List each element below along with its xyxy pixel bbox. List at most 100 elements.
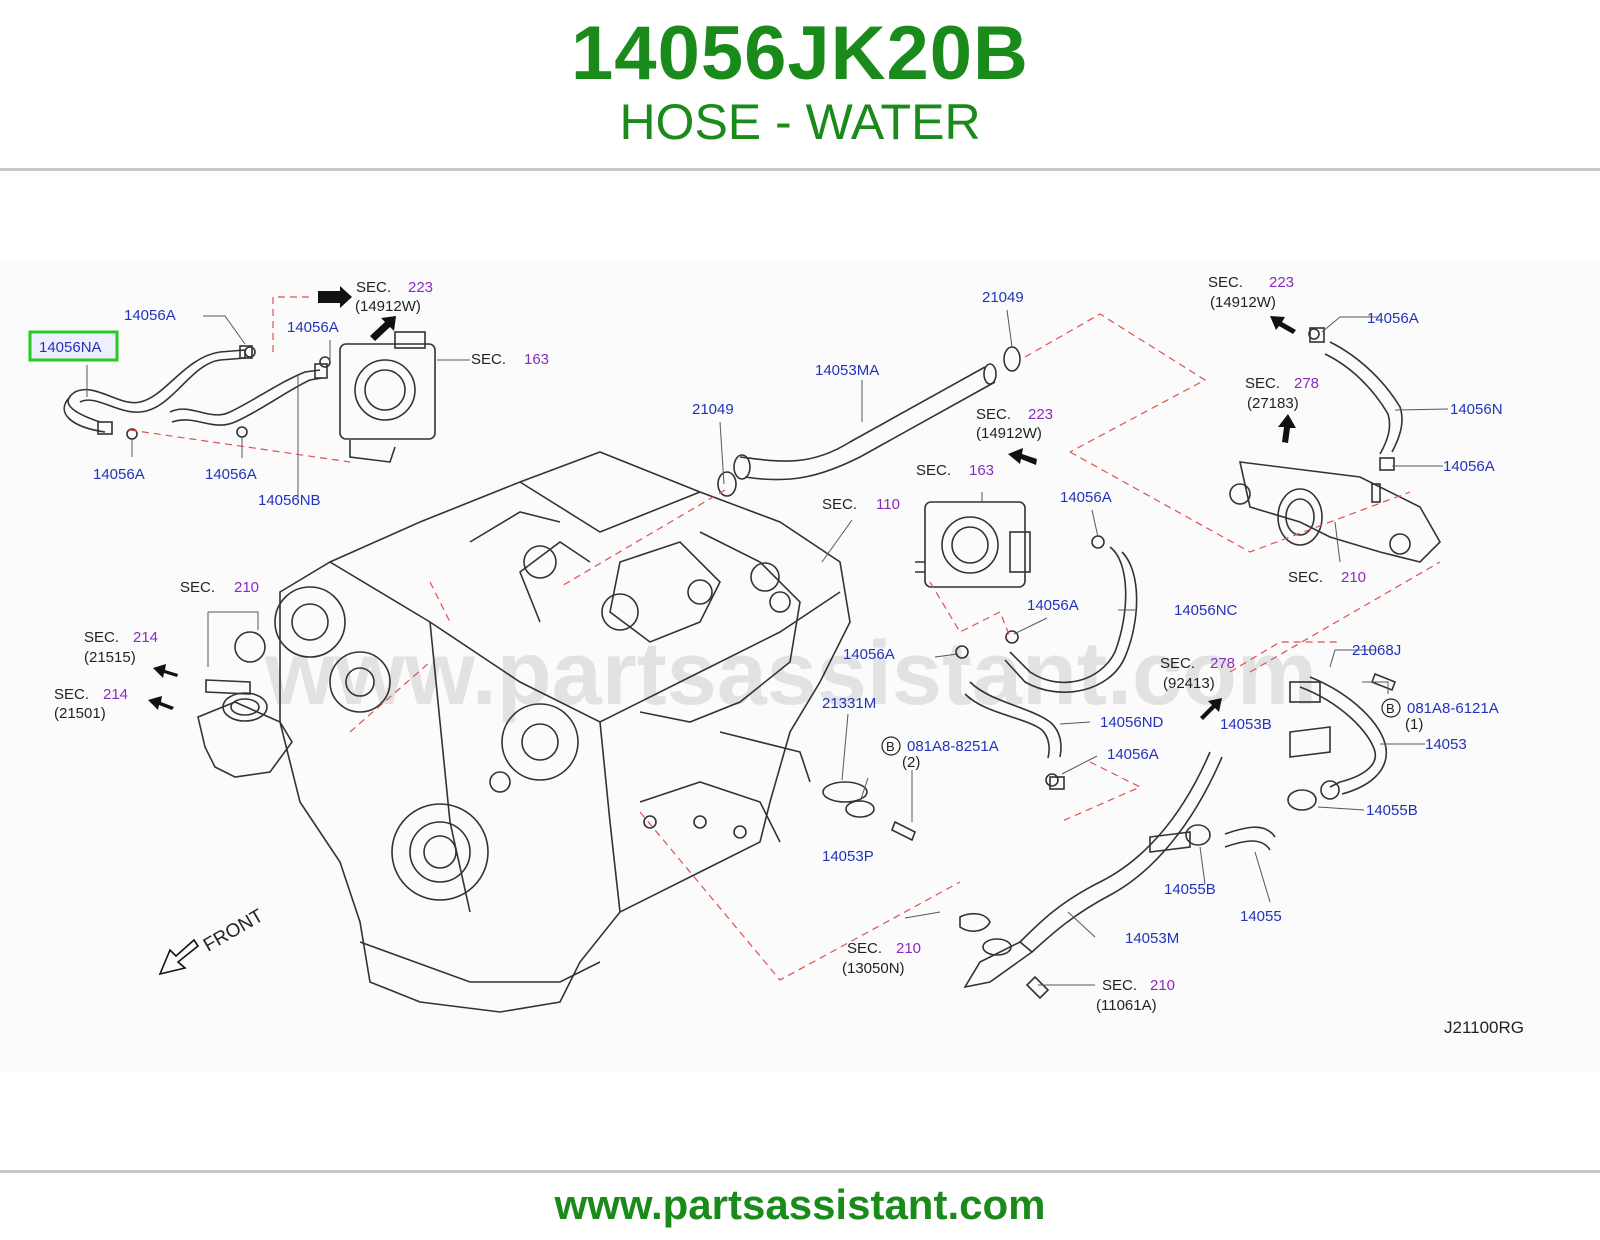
sec-word: SEC. [916, 462, 951, 479]
sec-number[interactable]: 214 [103, 686, 128, 703]
sec-word: SEC. [1288, 569, 1323, 586]
sec-word: SEC. [180, 579, 215, 596]
sec-word: SEC. [54, 686, 89, 703]
sec-word: SEC. [84, 629, 119, 646]
pipe-14053m [963, 751, 1223, 989]
sec-ref: (11061A) [1096, 997, 1157, 1014]
sec-number[interactable]: 163 [969, 462, 994, 479]
sec-ref: (14912W) [976, 425, 1042, 442]
part-label-21068j[interactable]: 21068J [1352, 642, 1401, 659]
sec-number[interactable]: 210 [1150, 977, 1175, 994]
bolt-b-icon [1381, 698, 1401, 718]
part-label-14053p[interactable]: 14053P [822, 848, 874, 865]
part-label-21049[interactable]: 21049 [692, 401, 734, 418]
arrow-sec223-b [370, 316, 396, 341]
sec-word: SEC. [1102, 977, 1137, 994]
watermark: www.partsassistant.com [264, 624, 1317, 724]
part-labels: 14056NA 14056A 14056A 14056A 14056A 1405… [39, 289, 1524, 1037]
arrow-sec278-b [1200, 698, 1222, 720]
arrow-sec214-a [153, 664, 178, 678]
sec-ref: (92413) [1163, 675, 1215, 692]
front-indicator: FRONT [158, 905, 268, 976]
sec-number[interactable]: 214 [133, 629, 158, 646]
front-arrow-icon [158, 938, 200, 976]
hose-14056nb [169, 363, 328, 426]
sec-word: SEC. [847, 940, 882, 957]
part-label-14056a[interactable]: 14056A [93, 466, 145, 483]
part-label-14055b[interactable]: 14055B [1366, 802, 1418, 819]
footer-url[interactable]: www.partsassistant.com [554, 1181, 1046, 1228]
dashed-leaders [129, 296, 1441, 981]
part-qty: (2) [902, 754, 920, 771]
part-label-14056nc[interactable]: 14056NC [1174, 602, 1238, 619]
thermostat-housing [197, 631, 293, 778]
hose-14056nc [1004, 546, 1138, 693]
footer-divider [0, 1170, 1600, 1173]
part-label-14056a[interactable]: 14056A [1060, 489, 1112, 506]
part-label-14056nd[interactable]: 14056ND [1100, 714, 1164, 731]
hose-14055 [1185, 789, 1317, 851]
part-label-14053b[interactable]: 14053B [1220, 716, 1272, 733]
arrow-sec223-d [1270, 316, 1296, 334]
sec-number[interactable]: 210 [234, 579, 259, 596]
pipe-14053 [1289, 676, 1387, 800]
sec-word: SEC. [471, 351, 506, 368]
sec-ref: (13050N) [842, 960, 905, 977]
sec-word: SEC. [976, 406, 1011, 423]
throttle-body-right [915, 501, 1031, 588]
bolt-b-letter: B [886, 739, 895, 754]
part-label-14053[interactable]: 14053 [1425, 736, 1467, 753]
part-label-14055[interactable]: 14055 [1240, 908, 1282, 925]
sec-number[interactable]: 278 [1210, 655, 1235, 672]
sec-ref: (27183) [1247, 395, 1299, 412]
part-label-14056nb[interactable]: 14056NB [258, 492, 321, 509]
sec-number[interactable]: 210 [1341, 569, 1366, 586]
hose-14056na [63, 345, 253, 435]
part-label-14056a[interactable]: 14056A [287, 319, 339, 336]
throttle-body-top [339, 331, 436, 463]
part-label-14056na[interactable]: 14056NA [39, 339, 102, 356]
part-label-21049[interactable]: 21049 [982, 289, 1024, 306]
hose-14056n [1309, 327, 1403, 471]
part-label-14056a[interactable]: 14056A [1443, 458, 1495, 475]
part-label-081a8-6121a[interactable]: 081A8-6121A [1407, 700, 1499, 717]
arrow-sec278-a [1278, 414, 1296, 443]
part-number: 14056JK20B [571, 11, 1029, 96]
drawing-code: J21100RG [1444, 1018, 1524, 1037]
sec-number[interactable]: 210 [896, 940, 921, 957]
sec-number[interactable]: 223 [408, 279, 433, 296]
sec-number[interactable]: 223 [1269, 274, 1294, 291]
part-label-14056a[interactable]: 14056A [843, 646, 895, 663]
part-label-14055b[interactable]: 14055B [1164, 881, 1216, 898]
part-description: HOSE - WATER [619, 94, 981, 150]
part-qty: (1) [1405, 716, 1423, 733]
part-label-14053m[interactable]: 14053M [1125, 930, 1179, 947]
sec-word: SEC. [822, 496, 857, 513]
section-arrows [148, 286, 1296, 720]
sec-number[interactable]: 278 [1294, 375, 1319, 392]
bolts-gaskets [126, 328, 1397, 1000]
sec-word: SEC. [356, 279, 391, 296]
sec-number[interactable]: 163 [524, 351, 549, 368]
part-label-14056n[interactable]: 14056N [1450, 401, 1503, 418]
sec-number[interactable]: 110 [876, 496, 900, 513]
sec-number[interactable]: 223 [1028, 406, 1053, 423]
part-label-081a8-8251a[interactable]: 081A8-8251A [907, 738, 999, 755]
part-label-14053ma[interactable]: 14053MA [815, 362, 879, 379]
arrow-sec223-c [1008, 448, 1037, 465]
sec-ref: (14912W) [1210, 294, 1276, 311]
part-label-14056a[interactable]: 14056A [205, 466, 257, 483]
sec-ref: (21515) [84, 649, 136, 666]
part-label-14056a[interactable]: 14056A [1367, 310, 1419, 327]
bolt-b-letter: B [1386, 701, 1395, 716]
part-label-21331m[interactable]: 21331M [822, 695, 876, 712]
part-label-14056a[interactable]: 14056A [1107, 746, 1159, 763]
header: 14056JK20B HOSE - WATER [0, 0, 1600, 170]
header-divider [0, 168, 1600, 171]
part-label-14056a[interactable]: 14056A [1027, 597, 1079, 614]
sec-word: SEC. [1208, 274, 1243, 291]
bolt-b-icon [881, 736, 901, 756]
parts-diagram: www.partsassistant.com [0, 262, 1600, 1072]
part-label-14056a[interactable]: 14056A [124, 307, 176, 324]
diagram-canvas: www.partsassistant.com [28, 274, 1524, 1037]
